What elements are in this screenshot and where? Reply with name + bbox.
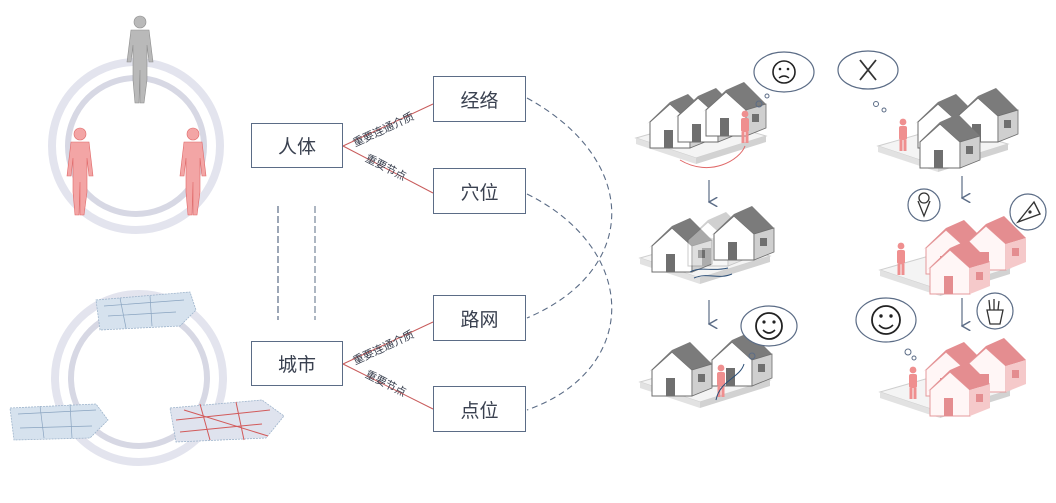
node-human-body: 人体 [251, 123, 343, 168]
sad-face-icon [753, 51, 815, 93]
human-figure-red-left [66, 127, 94, 216]
node-acupoint: 穴位 [433, 168, 526, 214]
node-city: 城市 [251, 341, 343, 386]
pizza-icon [1009, 193, 1047, 231]
ice-cream-icon [907, 188, 941, 222]
city-map-fragment-right-red [169, 399, 285, 443]
smile-face-icon-right [855, 297, 917, 361]
fork-knife-icon [837, 50, 899, 113]
scene-left-middle [639, 205, 775, 285]
scene-right-middle [879, 215, 1027, 297]
scene-right-bottom [879, 337, 1027, 419]
node-road-network: 路网 [433, 295, 526, 341]
scene-right-top [877, 87, 1019, 173]
node-meridian: 经络 [433, 76, 526, 122]
city-map-fragment-left [9, 403, 109, 441]
fries-icon [976, 292, 1014, 330]
scene-left-top [635, 81, 770, 169]
human-figure-grey [126, 15, 154, 104]
smile-face-icon [740, 305, 798, 347]
connector-lines [277, 97, 613, 411]
city-map-fragment-top [95, 291, 197, 331]
human-figure-red-right [179, 127, 207, 216]
scene-left-bottom [639, 331, 773, 409]
node-point-position: 点位 [433, 386, 526, 432]
